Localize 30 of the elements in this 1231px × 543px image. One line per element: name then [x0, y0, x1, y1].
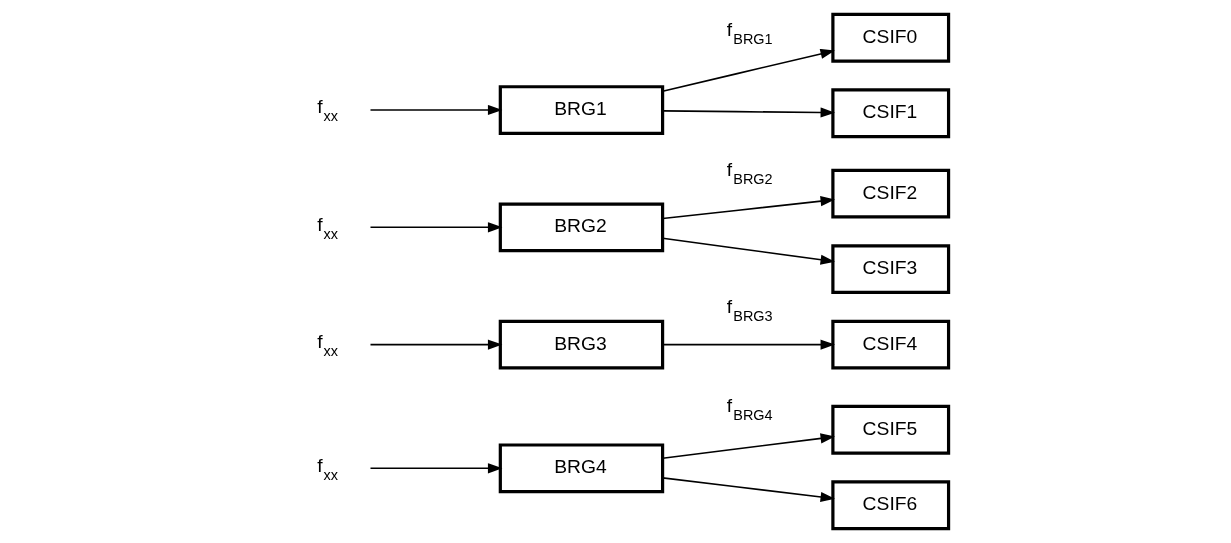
arrow: [369, 339, 502, 350]
node-box: CSIF2: [830, 168, 950, 219]
node-box: CSIF0: [830, 12, 950, 63]
node-text: f$_{xx}$: [316, 96, 338, 125]
edge-label: f$_{BRG3}$: [726, 295, 773, 324]
node-box: BRG4: [498, 443, 664, 494]
edge-label: f$_{BRG4}$: [726, 395, 773, 424]
arrow: [661, 477, 835, 503]
edge-label: f$_{BRG1}$: [726, 19, 773, 48]
node-box: CSIF1: [830, 88, 950, 139]
node-text: f$_{xx}$: [316, 330, 338, 359]
arrow: [661, 107, 835, 118]
arrow: [369, 222, 502, 233]
node-text: f$_{xx}$: [316, 213, 338, 242]
node-box: CSIF4: [830, 319, 950, 370]
arrow: [661, 433, 835, 460]
edge-label: f$_{BRG2}$: [726, 159, 773, 188]
arrow: [661, 48, 835, 93]
node-box: BRG3: [498, 319, 664, 370]
node-box: BRG2: [498, 202, 664, 253]
node-box: BRG1: [498, 85, 664, 135]
arrow: [369, 104, 502, 116]
node-text: f$_{xx}$: [316, 454, 338, 483]
arrow: [661, 196, 835, 220]
node-box: CSIF3: [830, 244, 950, 294]
node-box: CSIF5: [830, 404, 950, 455]
node-box: CSIF6: [830, 480, 950, 531]
arrow: [661, 339, 835, 350]
arrow: [369, 463, 502, 474]
arrow: [661, 237, 835, 265]
